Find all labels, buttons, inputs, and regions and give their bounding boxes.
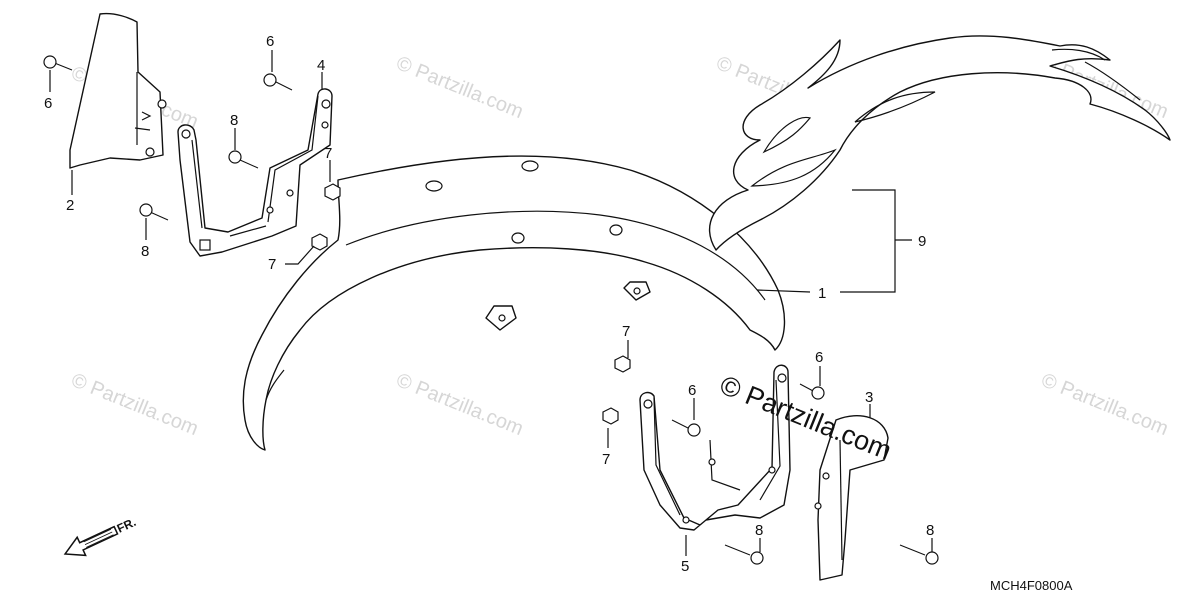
part-3-right-fork-cover[interactable] xyxy=(814,415,889,581)
nut-7-c[interactable] xyxy=(614,355,631,373)
callout-6: 6 xyxy=(266,33,274,50)
callout-2: 2 xyxy=(66,197,74,214)
callout-7: 7 xyxy=(602,451,610,468)
callout-3: 3 xyxy=(865,389,873,406)
watermark: © Partzilla.com xyxy=(1038,369,1171,440)
front-direction-indicator: FR. xyxy=(63,515,138,557)
part-5-right-bracket[interactable] xyxy=(639,364,791,531)
callout-8: 8 xyxy=(755,522,763,539)
part-4-left-bracket[interactable] xyxy=(177,88,333,257)
callout-8: 8 xyxy=(926,522,934,539)
watermark: © Partzilla.com xyxy=(393,369,526,440)
callout-7: 7 xyxy=(268,256,276,273)
part-2-left-fork-cover[interactable] xyxy=(69,12,167,169)
callout-4: 4 xyxy=(317,57,325,74)
bolt-6-c[interactable] xyxy=(671,419,701,437)
callout-8: 8 xyxy=(230,112,238,129)
bolt-8-b[interactable] xyxy=(139,203,169,221)
bolt-8-a[interactable] xyxy=(228,150,259,169)
part-1-front-fender[interactable] xyxy=(242,155,786,451)
arrow-left-icon xyxy=(63,525,119,557)
bolt-6-a[interactable] xyxy=(43,55,73,71)
nut-7-b[interactable] xyxy=(311,233,328,251)
callout-1: 1 xyxy=(818,285,826,302)
watermark: © Partzilla.com xyxy=(393,52,526,123)
bolt-6-d[interactable] xyxy=(799,383,825,400)
leader-lines xyxy=(49,50,933,556)
callout-6: 6 xyxy=(44,95,52,112)
callout-7: 7 xyxy=(324,145,332,162)
part-9-flame-decal[interactable] xyxy=(708,35,1171,251)
nut-7-d[interactable] xyxy=(602,407,619,425)
callout-6: 6 xyxy=(688,382,696,399)
callout-9: 9 xyxy=(918,233,926,250)
direction-label: FR. xyxy=(115,515,138,536)
watermark: © Partzilla.com xyxy=(68,369,201,440)
callout-6: 6 xyxy=(815,349,823,366)
callout-7: 7 xyxy=(622,323,630,340)
callout-5: 5 xyxy=(681,558,689,575)
bolt-8-c[interactable] xyxy=(724,544,764,565)
diagram-code: MCH4F0800A xyxy=(990,578,1073,593)
callout-labels: 2 6 6 4 8 7 8 7 1 9 7 7 6 6 3 5 8 8 xyxy=(44,33,934,575)
nut-7-a[interactable] xyxy=(324,183,341,201)
bolt-6-b[interactable] xyxy=(263,73,293,91)
callout-8: 8 xyxy=(141,243,149,260)
